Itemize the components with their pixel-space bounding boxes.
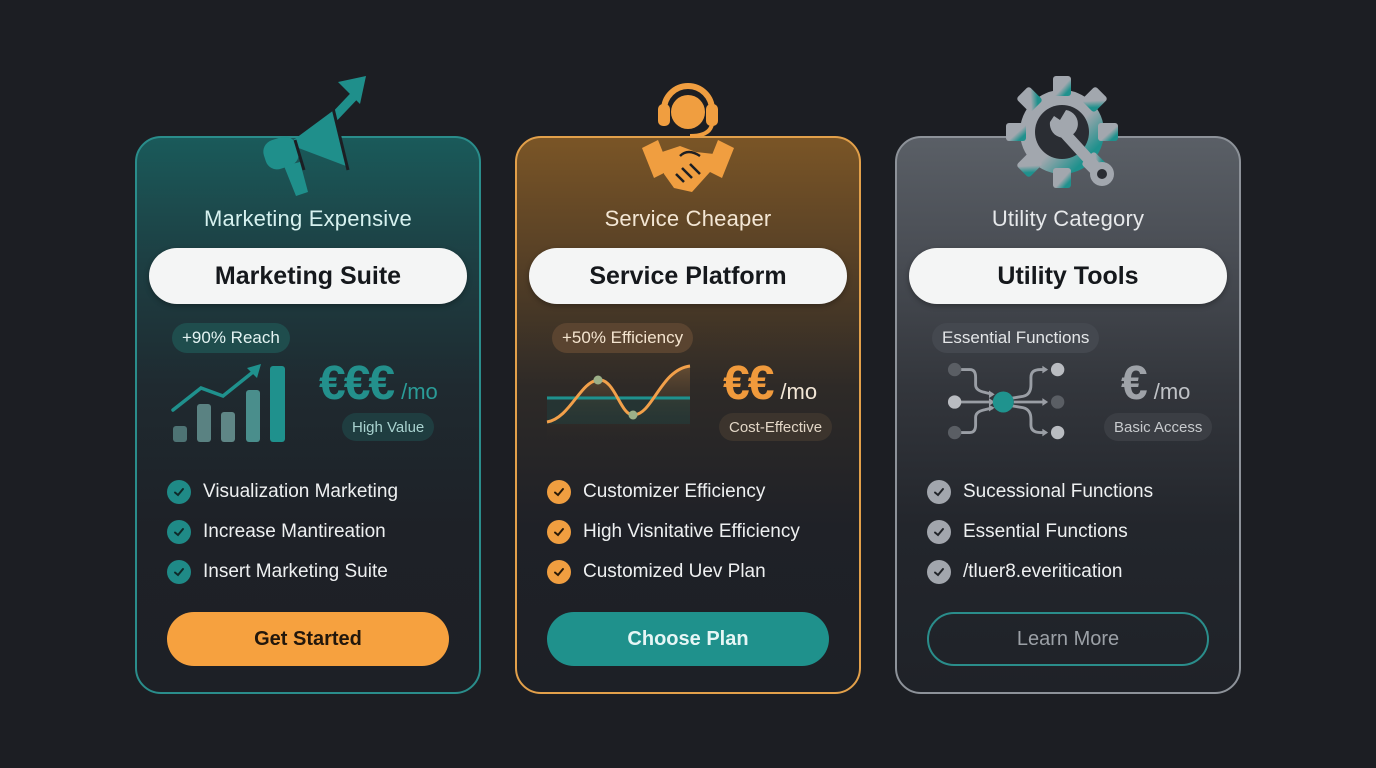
check-icon bbox=[547, 560, 571, 584]
feature-list: Sucessional Functions Essential Function… bbox=[927, 472, 1229, 592]
category-label: Utility Category bbox=[991, 206, 1145, 231]
feature-item: Customizer Efficiency bbox=[547, 472, 849, 512]
feature-label: Essential Functions bbox=[963, 521, 1128, 542]
bar-growth-chart-icon bbox=[171, 364, 285, 442]
feature-label: Customized Uev Plan bbox=[583, 561, 766, 582]
pricing-card-service: Service Cheaper Service Platform +50% Ef… bbox=[515, 83, 861, 694]
tier-badge: Cost-Effective bbox=[719, 413, 833, 441]
feature-list: Customizer Efficiency High Visnitative E… bbox=[547, 472, 849, 592]
check-icon bbox=[167, 520, 191, 544]
check-icon bbox=[547, 520, 571, 544]
price-unit: /mo bbox=[401, 379, 438, 404]
price-symbols: €€ bbox=[723, 357, 774, 410]
feature-item: /tluer8.everitication bbox=[927, 552, 1229, 592]
feature-item: Customized Uev Plan bbox=[547, 552, 849, 592]
feature-item: Sucessional Functions bbox=[927, 472, 1229, 512]
price-unit: /mo bbox=[1153, 379, 1191, 404]
stat-badge: +50% Efficiency bbox=[552, 323, 694, 353]
price: €€€ /mo bbox=[319, 356, 469, 411]
get-started-button[interactable]: Get Started bbox=[167, 612, 449, 666]
feature-item: Essential Functions bbox=[927, 512, 1229, 552]
price: €€ /mo bbox=[723, 356, 873, 411]
feature-item: High Visnitative Efficiency bbox=[547, 512, 849, 552]
feature-label: Sucessional Functions bbox=[963, 481, 1154, 502]
network-flow-icon bbox=[947, 362, 1065, 440]
check-icon bbox=[167, 560, 191, 584]
wave-line-chart-icon bbox=[546, 364, 691, 444]
category-label: Service Cheaper bbox=[604, 206, 772, 231]
plan-name: Utility Tools bbox=[909, 248, 1227, 304]
check-icon bbox=[927, 520, 951, 544]
feature-label: Customizer Efficiency bbox=[583, 481, 766, 502]
check-icon bbox=[547, 480, 571, 504]
megaphone-arrow-icon bbox=[263, 76, 366, 196]
plan-name: Marketing Suite bbox=[149, 248, 467, 304]
check-icon bbox=[927, 480, 951, 504]
check-icon bbox=[167, 480, 191, 504]
feature-item: Insert Marketing Suite bbox=[167, 552, 469, 592]
feature-list: Visualization Marketing Increase Mantire… bbox=[167, 472, 469, 592]
feature-label: Increase Mantireation bbox=[203, 521, 386, 542]
price-symbols: € bbox=[1121, 357, 1148, 410]
check-icon bbox=[927, 560, 951, 584]
tier-badge: High Value bbox=[342, 413, 435, 441]
feature-label: Insert Marketing Suite bbox=[203, 561, 388, 582]
feature-item: Visualization Marketing bbox=[167, 472, 469, 512]
stat-badge: Essential Functions bbox=[932, 323, 1100, 353]
tier-badge: Basic Access bbox=[1104, 413, 1213, 441]
plan-name: Service Platform bbox=[529, 248, 847, 304]
pricing-card-utility: Utility Category Utility Tools Essential… bbox=[895, 76, 1241, 694]
support-handshake-icon bbox=[642, 83, 734, 192]
price-unit: /mo bbox=[780, 379, 818, 404]
gear-wrench-icon bbox=[1006, 76, 1118, 188]
choose-plan-button[interactable]: Choose Plan bbox=[547, 612, 829, 666]
feature-label: /tluer8.everitication bbox=[963, 561, 1123, 582]
price-symbols: €€€ bbox=[319, 357, 395, 410]
price: € /mo bbox=[1121, 356, 1271, 411]
category-label: Marketing Expensive bbox=[203, 206, 412, 231]
feature-label: Visualization Marketing bbox=[203, 481, 399, 502]
feature-item: Increase Mantireation bbox=[167, 512, 469, 552]
feature-label: High Visnitative Efficiency bbox=[583, 521, 800, 542]
learn-more-button[interactable]: Learn More bbox=[927, 612, 1209, 666]
pricing-card-marketing: Marketing Expensive Marketing Suite +90%… bbox=[135, 76, 481, 694]
stat-badge: +90% Reach bbox=[172, 323, 290, 353]
